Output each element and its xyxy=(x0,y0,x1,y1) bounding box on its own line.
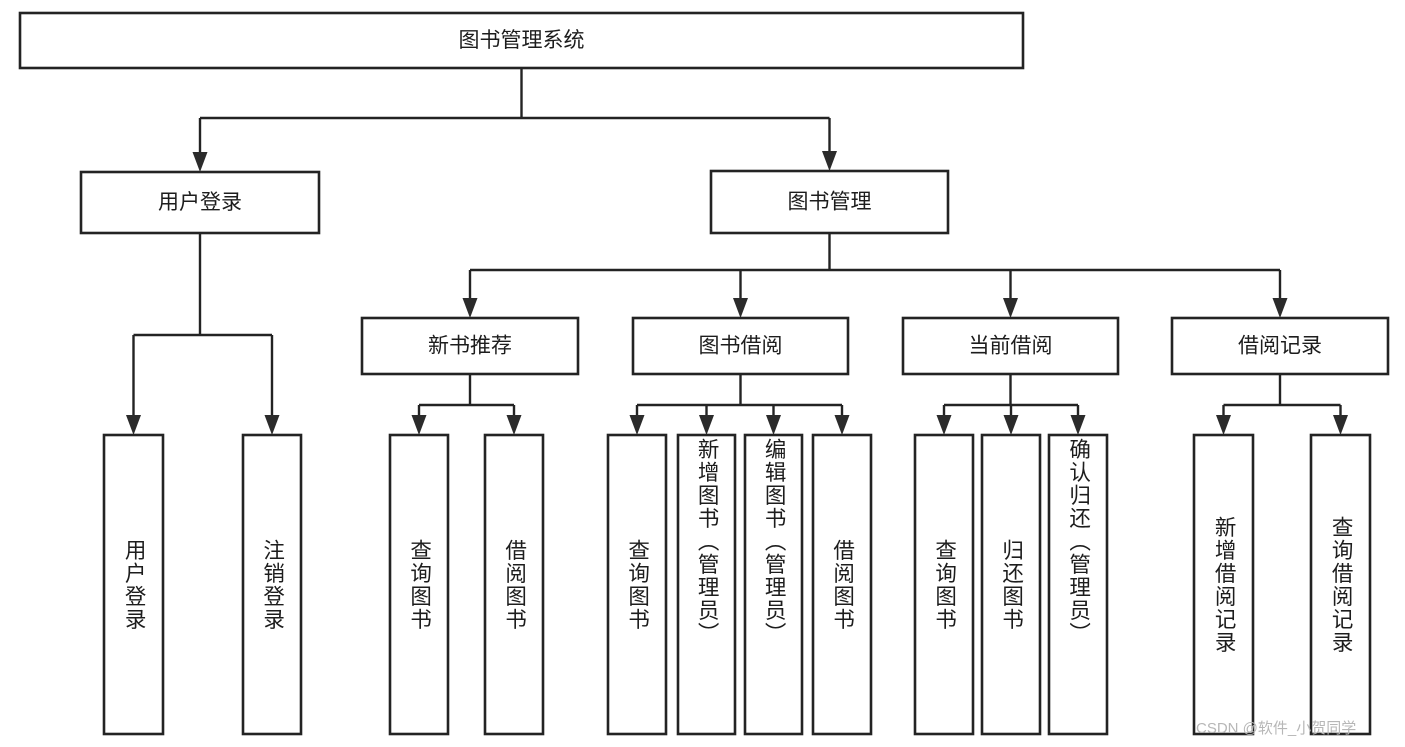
node-box xyxy=(901,316,1120,376)
node-box xyxy=(18,11,1025,70)
node-leaf-return-book[interactable] xyxy=(980,433,1042,736)
node-box xyxy=(1192,433,1255,736)
arrow-head-icon xyxy=(264,415,280,435)
node-leaf-borrow-book-1[interactable] xyxy=(483,433,545,736)
arrow-head-icon xyxy=(462,298,478,318)
node-box xyxy=(79,170,321,235)
node-box xyxy=(709,169,950,235)
arrow-head-icon xyxy=(733,298,748,318)
node-label: 借阅记录 xyxy=(1238,335,1322,358)
arrow-head-icon xyxy=(766,415,781,435)
node-box xyxy=(1170,316,1390,376)
node-leaf-query-book-1[interactable] xyxy=(388,433,450,736)
arrow-head-icon xyxy=(126,415,141,435)
node-leaf-user-login[interactable] xyxy=(102,433,165,736)
edge-group-book-manage xyxy=(462,233,1288,318)
edge-group-current-borrow xyxy=(936,374,1086,435)
arrow-head-icon xyxy=(699,415,714,435)
node-leaf-add-book[interactable] xyxy=(676,433,737,736)
node-new-book-rec[interactable]: 新书推荐 xyxy=(360,316,580,376)
edge-group-book-borrow xyxy=(629,374,850,435)
node-box xyxy=(743,433,804,736)
edge-group-new-book-rec xyxy=(411,374,522,435)
node-label: 图书借阅 xyxy=(699,335,783,358)
edge-group-root xyxy=(192,68,837,172)
node-box xyxy=(483,433,545,736)
arrow-head-icon xyxy=(834,415,850,435)
node-box xyxy=(1047,433,1109,736)
node-box xyxy=(1309,433,1372,736)
arrow-head-icon xyxy=(192,152,208,172)
node-leaf-logout[interactable] xyxy=(241,433,303,736)
node-box xyxy=(631,316,850,376)
node-leaf-borrow-book-2[interactable] xyxy=(811,433,873,736)
node-leaf-query-book-3[interactable] xyxy=(913,433,975,736)
node-box xyxy=(676,433,737,736)
arrow-head-icon xyxy=(629,415,645,435)
node-box xyxy=(606,433,668,736)
edge-group-borrow-record xyxy=(1216,374,1348,435)
node-label: 当前借阅 xyxy=(969,335,1053,358)
node-current-borrow[interactable]: 当前借阅 xyxy=(901,316,1120,376)
connectors-layer xyxy=(126,68,1348,435)
node-box xyxy=(388,433,450,736)
node-leaf-query-record[interactable] xyxy=(1309,433,1372,736)
arrow-head-icon xyxy=(506,415,522,435)
node-borrow-record[interactable]: 借阅记录 xyxy=(1170,316,1390,376)
node-box xyxy=(913,433,975,736)
node-book-manage[interactable]: 图书管理 xyxy=(709,169,950,235)
node-box xyxy=(102,433,165,736)
node-root[interactable]: 图书管理系统 xyxy=(18,11,1025,70)
arrow-head-icon xyxy=(1003,415,1019,435)
arrow-head-icon xyxy=(1333,415,1348,435)
arrow-head-icon xyxy=(1070,415,1086,435)
node-leaf-query-book-2[interactable] xyxy=(606,433,668,736)
node-leaf-add-record[interactable] xyxy=(1192,433,1255,736)
arrow-head-icon xyxy=(1216,415,1231,435)
node-leaf-confirm-return[interactable] xyxy=(1047,433,1109,736)
node-book-borrow[interactable]: 图书借阅 xyxy=(631,316,850,376)
csdn-watermark: CSDN @软件_小贺同学 xyxy=(1196,720,1356,737)
node-user-login[interactable]: 用户登录 xyxy=(79,170,321,235)
node-label: 图书管理系统 xyxy=(459,29,585,52)
node-box xyxy=(980,433,1042,736)
arrow-head-icon xyxy=(822,151,837,171)
node-box xyxy=(241,433,303,736)
edge-group-user-login xyxy=(126,233,280,435)
arrow-head-icon xyxy=(1272,298,1288,318)
arrow-head-icon xyxy=(1003,298,1018,318)
node-box xyxy=(360,316,580,376)
node-label: 新书推荐 xyxy=(428,335,512,358)
node-box xyxy=(811,433,873,736)
arrow-head-icon xyxy=(936,415,952,435)
node-leaf-edit-book[interactable] xyxy=(743,433,804,736)
node-label: 用户登录 xyxy=(158,191,242,214)
arrow-head-icon xyxy=(411,415,427,435)
node-label: 图书管理 xyxy=(788,191,872,214)
